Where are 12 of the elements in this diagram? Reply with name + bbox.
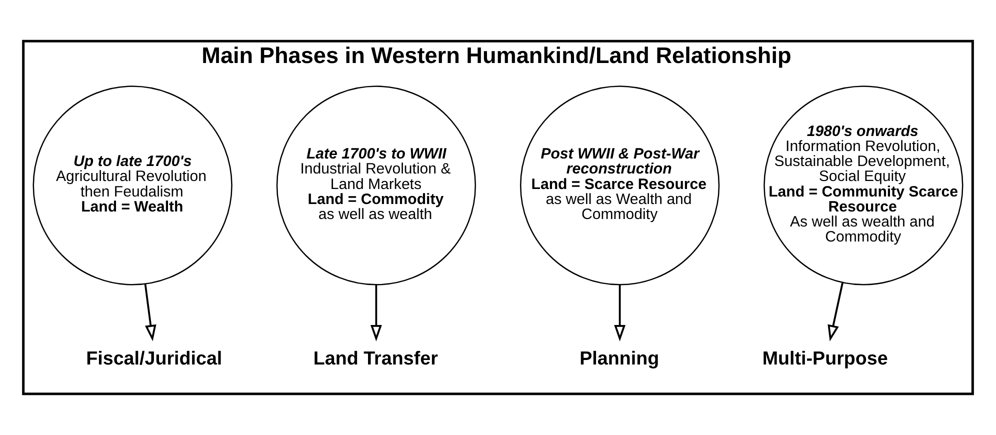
arrow — [370, 285, 382, 342]
node-circle: Up to late 1700's Agricultural Revolution then Feudalism Land = Wealth — [32, 86, 232, 286]
node-text: Multi-Purpose — [762, 347, 888, 368]
arrow — [828, 282, 844, 342]
node-text: Land Transfer — [313, 347, 438, 368]
node-circle: Post WWII & Post-War reconstruction Land = Scarce Resource as well as Wealth and Commodity — [520, 86, 720, 286]
arrow — [144, 284, 156, 342]
node-text: Planning — [580, 347, 660, 368]
arrow — [614, 285, 626, 342]
node-circle: Late 1700's to WWII Industrial Revolution & Land Markets Land = Commodity as well as wealth — [276, 86, 476, 286]
node-text: Fiscal/Juridical — [86, 347, 222, 368]
node-circle: 1980's onwards Information Revolution, Sustainable Development, Social Equity Land = Community Scarce Resource As well as wealth and Commodity — [764, 86, 964, 286]
